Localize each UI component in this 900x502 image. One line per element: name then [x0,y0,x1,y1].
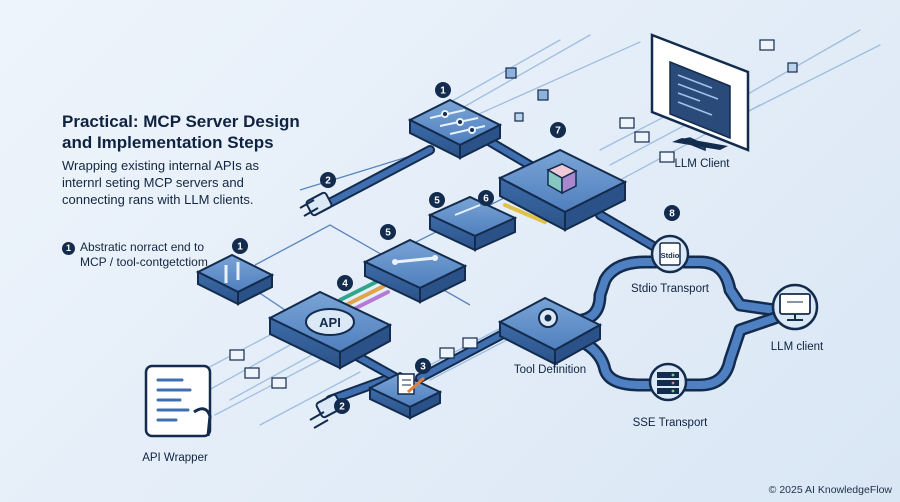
step-badge-number: 1 [440,86,446,97]
label-api-wrapper: API Wrapper [142,452,208,464]
hub-node [407,98,503,160]
stdio-node-text: Stdio [661,251,680,260]
server-rack-icon [657,372,679,394]
module-6 [427,195,518,252]
step-badge-number: 8 [669,209,675,220]
api-node: API [267,290,393,370]
copyright: © 2025 AI KnowledgeFlow [768,484,892,496]
step-badge: 6 [478,190,494,206]
step-badge: 8 [664,205,680,221]
label-stdio-transport: Stdio Transport [631,283,709,295]
monitor-icon [779,293,811,315]
floating-cubes [505,62,798,122]
llm-client-node [771,283,819,331]
step-badge-number: 2 [325,176,331,187]
step-badge: 2 [334,398,350,414]
note-step-badge: 1 [62,242,75,255]
server-cube-node [497,148,628,232]
step-badges: 1 2 7 6 5 5 1 4 8 3 2 [232,82,680,414]
step-badge: 1 [435,82,451,98]
label-tool-definition: Tool Definition [513,364,587,376]
sse-node [648,362,688,402]
control-node [195,253,275,306]
step-badge: 3 [415,358,431,374]
label-sse-transport: SSE Transport [632,417,708,429]
document-node [367,371,443,420]
step-badge: 5 [429,192,445,208]
step-badge: 1 [232,238,248,254]
stdio-node: Stdio [650,234,690,274]
note-text: Abstratic norract end to MCP / tool-cont… [80,240,208,269]
label-llm-client-right: LLM client [770,341,824,353]
step-badge: 7 [550,122,566,138]
page-title: Practical: MCP Server Design and Impleme… [62,112,300,152]
step-badge-number: 7 [555,126,561,137]
step-badge-number: 4 [342,279,348,290]
step-badge: 5 [380,224,396,240]
page-subtitle: Wrapping existing internal APIs as inter… [62,158,260,207]
step-badge-number: 1 [237,242,243,253]
file-icon [659,242,681,266]
llm-client-monitor [650,33,750,152]
step-badge: 4 [337,275,353,291]
api-node-text: API [319,315,341,330]
step-badge-number: 6 [483,194,489,205]
tool-node [497,296,603,366]
step-badge-number: 3 [420,362,426,373]
label-llm-client-top: LLM Client [674,158,730,170]
module-5 [362,238,468,304]
envelope-icons [229,39,775,389]
plug-top [299,191,333,217]
step-badge-number: 2 [339,402,345,413]
step-badge-number: 5 [434,196,440,207]
step-badge-number: 5 [385,228,391,239]
step-badge: 2 [320,172,336,188]
api-wrapper-document [144,364,212,438]
